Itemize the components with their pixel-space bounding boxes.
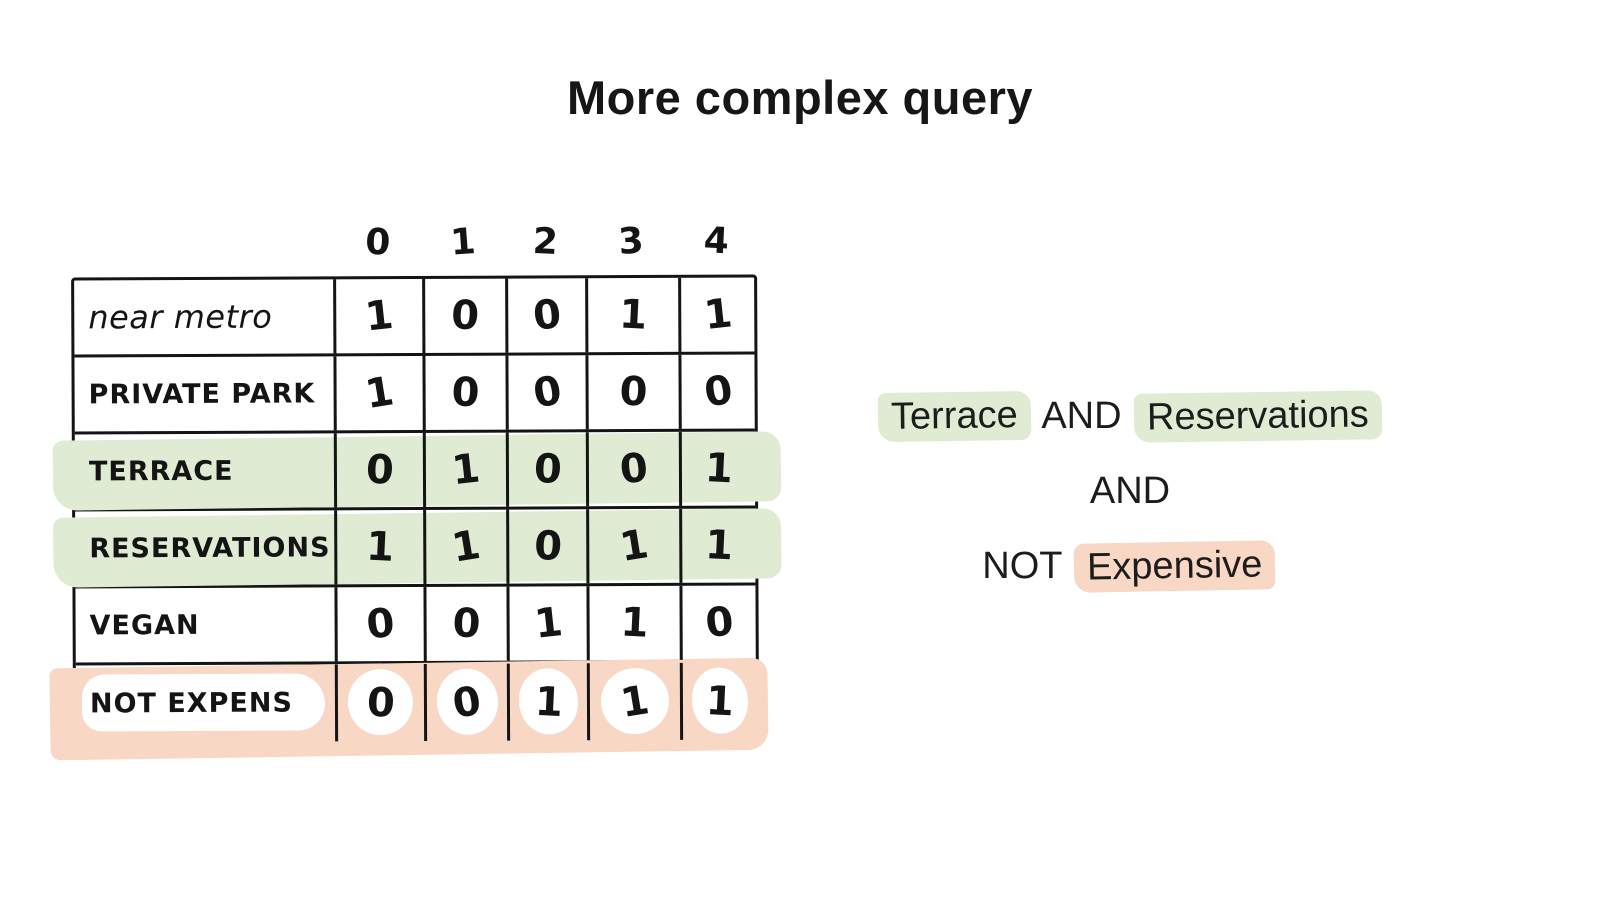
bit-cell: 0 [423, 586, 507, 661]
bit-cell: 1 [586, 508, 680, 584]
query-expression: Terrace AND Reservations AND NOT Expensi… [860, 390, 1400, 620]
bit-cell: 1 [586, 662, 681, 741]
bit-cell: 1 [506, 663, 588, 741]
query-line-2: AND [860, 470, 1400, 513]
bit-cell: 0 [422, 278, 506, 353]
query-line-1: Terrace AND Reservations [860, 390, 1400, 443]
bit-cell: 0 [585, 431, 680, 507]
bit-cell: 0 [505, 432, 587, 507]
row-label: NOT EXPENS [76, 664, 335, 742]
table-row-terrace: TERRACE 0 1 0 0 1 [52, 431, 782, 512]
bit-cell: 1 [334, 509, 424, 585]
bit-cell: 0 [333, 432, 424, 508]
column-header: 1 [448, 220, 478, 264]
bit-cell: 1 [333, 278, 423, 354]
bit-cell: 0 [422, 355, 506, 430]
bit-cell: 1 [679, 662, 757, 740]
bit-cell: 0 [334, 586, 424, 662]
column-header: 3 [616, 220, 646, 263]
bit-cell: 0 [334, 663, 425, 742]
row-label: RESERVATIONS [89, 531, 331, 564]
bit-cell: 1 [333, 355, 423, 431]
bit-cell: 1 [678, 431, 756, 506]
table-row-vegan: VEGAN 0 0 1 1 0 [75, 585, 756, 666]
bit-cell: 0 [506, 509, 587, 584]
table-row-near-metro: near metro 1 0 0 1 1 [74, 277, 755, 358]
bit-cell: 1 [586, 585, 680, 661]
bit-cell: 0 [505, 355, 586, 430]
page-title: More complex query [566, 71, 1034, 124]
bitmap-index-table: 0 1 2 3 4 near metro 1 0 0 1 1 PRIVATE P… [49, 220, 782, 761]
query-operator-not: NOT [982, 545, 1062, 587]
query-operator-and: AND [1089, 470, 1171, 512]
row-label: VEGAN [89, 609, 200, 641]
table-row-private-park: PRIVATE PARK 1 0 0 0 0 [74, 354, 755, 435]
row-label: TERRACE [88, 455, 234, 487]
bit-cell: 0 [505, 278, 586, 353]
column-header-row: 0 1 2 3 4 [71, 220, 757, 278]
bit-cell: 1 [423, 509, 507, 584]
table-grid: near metro 1 0 0 1 1 PRIVATE PARK 1 0 0 … [49, 274, 782, 761]
bit-cell: 0 [423, 663, 508, 741]
table-row-reservations: RESERVATIONS 1 1 0 1 1 [52, 508, 782, 589]
row-label: near metro [88, 297, 273, 337]
bit-cell: 1 [585, 277, 679, 353]
query-line-3: NOT Expensive [860, 540, 1400, 593]
query-term-terrace: Terrace [877, 390, 1032, 443]
column-header: 2 [531, 220, 559, 264]
bit-cell: 0 [678, 354, 755, 429]
bit-cell: 0 [679, 585, 756, 660]
bit-cell: 1 [678, 277, 755, 352]
column-header: 4 [702, 220, 730, 263]
bit-cell: 1 [679, 508, 756, 583]
bit-cell: 1 [422, 432, 507, 507]
query-term-reservations: Reservations [1133, 390, 1383, 443]
query-operator-and: AND [1041, 395, 1122, 437]
row-label: PRIVATE PARK [88, 377, 316, 410]
query-term-expensive: Expensive [1073, 540, 1277, 593]
bit-cell: 1 [506, 586, 587, 661]
bit-cell: 0 [585, 354, 679, 430]
table-row-not-expensive: NOT EXPENS 0 0 1 1 1 [49, 657, 769, 761]
column-header: 0 [364, 221, 392, 264]
